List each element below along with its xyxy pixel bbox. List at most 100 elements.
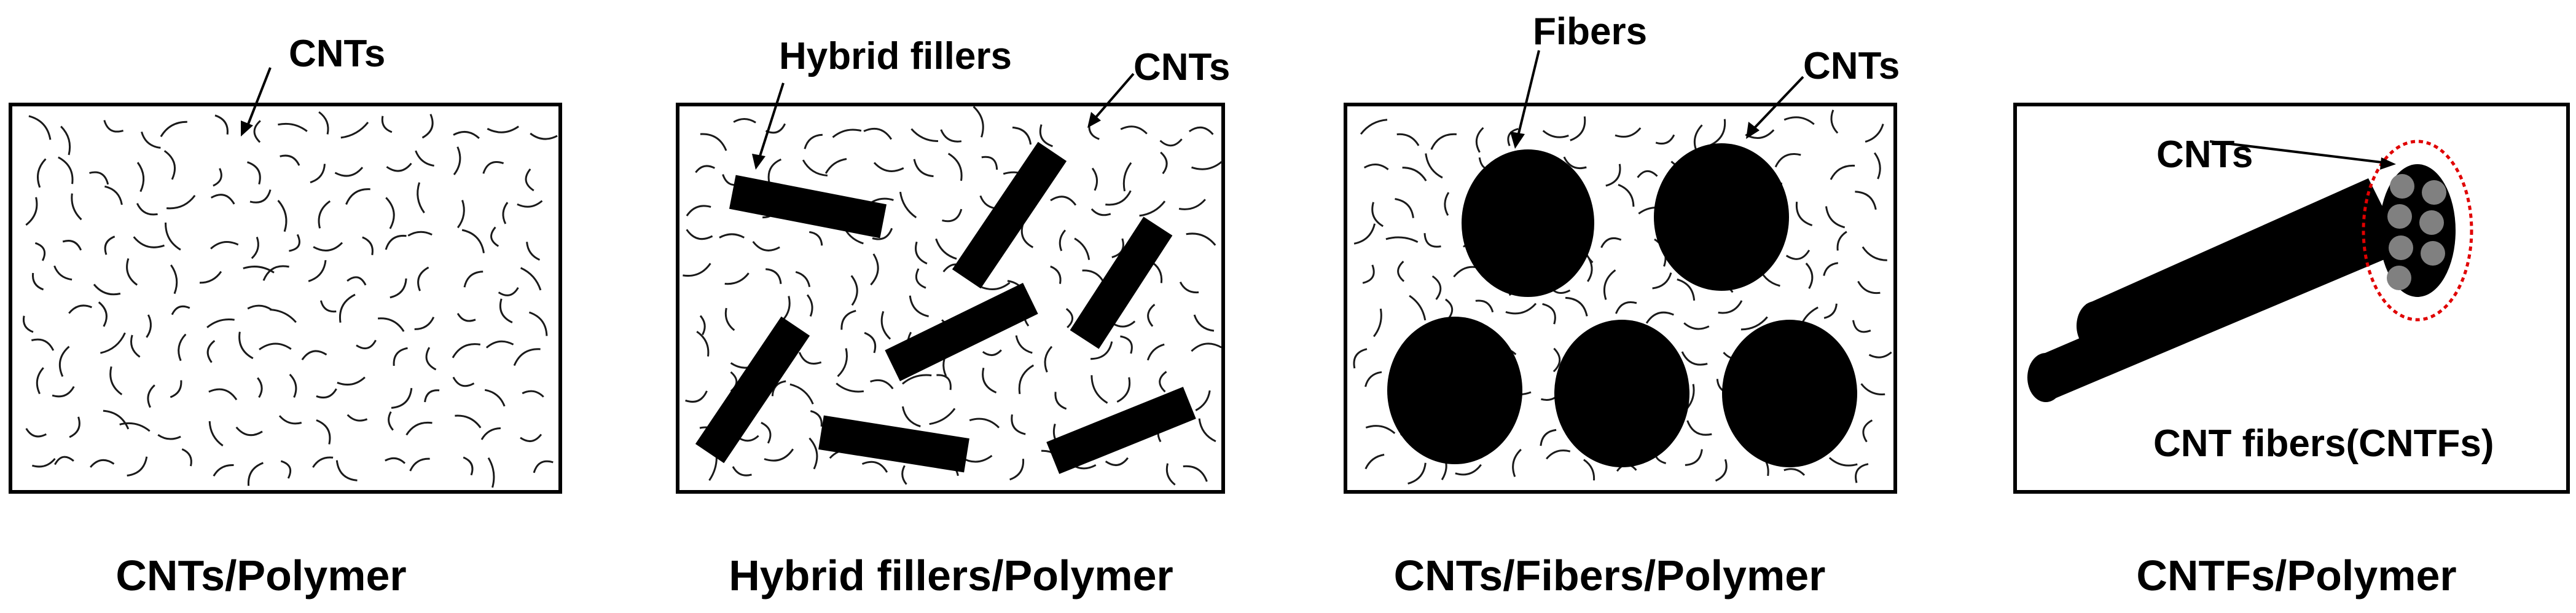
cnt-squiggle bbox=[452, 376, 475, 387]
cnt-squiggle bbox=[1407, 462, 1427, 485]
cnt-squiggle bbox=[463, 456, 474, 476]
cnt-squiggle bbox=[686, 205, 711, 216]
cnt-squiggle bbox=[719, 233, 745, 239]
cnt-squiggle bbox=[277, 200, 288, 232]
panel-2-hybrid-fillers-label: Hybrid fillers bbox=[779, 35, 1012, 77]
cnt-squiggle bbox=[171, 305, 190, 315]
cnt-squiggle bbox=[1546, 449, 1571, 460]
cnt-squiggle bbox=[1122, 162, 1132, 192]
cnt-squiggle bbox=[178, 333, 187, 362]
cnt-squiggle bbox=[60, 125, 71, 156]
cnt-squiggle bbox=[455, 414, 482, 429]
cnt-squiggle bbox=[1186, 232, 1216, 246]
cnt-squiggle bbox=[312, 456, 334, 468]
panel-2-cnts-arrow bbox=[1092, 73, 1135, 121]
cnt-squiggle bbox=[929, 408, 956, 425]
cnt-squiggle bbox=[308, 259, 327, 282]
cnt-squiggle bbox=[1365, 425, 1396, 434]
cnt-squiggle bbox=[850, 275, 858, 306]
cnt-squiggle bbox=[208, 421, 224, 447]
cnt-squiggle bbox=[313, 242, 343, 251]
cnt-squiggle bbox=[1120, 335, 1133, 354]
cnt-squiggle bbox=[1512, 448, 1522, 477]
cnt-squiggle bbox=[1830, 164, 1855, 180]
panel-cnts-polymer: CNTs CNTs/Polymer bbox=[9, 33, 562, 599]
cnt-squiggle bbox=[525, 168, 534, 192]
cnt-squiggle bbox=[1583, 459, 1595, 481]
fiber-cross-section bbox=[1462, 149, 1594, 297]
cnt-squiggle bbox=[733, 118, 756, 124]
panel-4-cnt-fiber-bundle bbox=[2027, 140, 2473, 402]
cnt-squiggle bbox=[502, 202, 509, 224]
cnt-squiggle bbox=[1865, 124, 1884, 143]
cnt-squiggle bbox=[463, 271, 483, 288]
cnt-squiggle bbox=[318, 111, 329, 135]
cnt-squiggle bbox=[1198, 418, 1216, 443]
bundle-upper-end bbox=[2077, 301, 2113, 350]
cnt-squiggle bbox=[696, 331, 710, 357]
cnt-end-cap bbox=[2390, 174, 2414, 199]
cnt-squiggle bbox=[213, 464, 234, 477]
cnt-squiggle bbox=[1044, 346, 1053, 373]
panel-2-cnts-label: CNTs bbox=[1133, 46, 1230, 89]
cnt-squiggle bbox=[1090, 341, 1113, 360]
cnt-squiggle bbox=[1637, 170, 1658, 178]
cnt-squiggle bbox=[808, 437, 818, 470]
cnt-squiggle bbox=[301, 350, 327, 361]
cnt-squiggle bbox=[901, 406, 921, 427]
cnt-squiggle bbox=[872, 227, 893, 240]
cnt-squiggle bbox=[1605, 164, 1621, 187]
cnt-squiggle bbox=[391, 388, 413, 409]
cnt-squiggle bbox=[414, 317, 435, 330]
cnt-squiggle bbox=[316, 419, 331, 445]
cnt-squiggle bbox=[1183, 465, 1208, 482]
cnt-squiggle bbox=[1191, 160, 1223, 170]
cnt-squiggle bbox=[170, 380, 182, 398]
cnt-squiggle bbox=[1860, 383, 1885, 395]
fiber-cross-section bbox=[1722, 320, 1857, 467]
cnt-squiggle bbox=[1852, 320, 1871, 333]
cnt-squiggle bbox=[31, 457, 56, 468]
cnt-squiggle bbox=[319, 300, 337, 313]
fiber-cross-section bbox=[1654, 143, 1789, 291]
cnt-squiggle bbox=[1785, 250, 1811, 260]
cnt-squiggle bbox=[480, 427, 501, 440]
cnt-squiggle bbox=[1565, 296, 1588, 317]
cnt-squiggle bbox=[1364, 454, 1385, 470]
cnt-squiggle bbox=[880, 310, 891, 340]
cnt-squiggle bbox=[1353, 223, 1376, 245]
cnt-squiggle bbox=[915, 241, 928, 265]
cnt-squiggle bbox=[37, 158, 47, 188]
panel-4-cnts-arrowhead bbox=[2380, 157, 2396, 170]
cnt-squiggle bbox=[146, 314, 152, 338]
cnt-squiggle bbox=[487, 457, 495, 488]
cnt-squiggle bbox=[69, 416, 80, 438]
cnt-squiggle bbox=[136, 203, 158, 216]
cnt-squiggle bbox=[795, 271, 811, 287]
cnt-squiggle bbox=[936, 374, 952, 390]
cnt-squiggle bbox=[1011, 414, 1026, 435]
cnt-squiggle bbox=[840, 309, 856, 330]
cnt-squiggle bbox=[765, 268, 782, 284]
cnt-squiggle bbox=[100, 332, 126, 354]
cnt-squiggle bbox=[1823, 262, 1839, 276]
cnt-squiggle bbox=[104, 235, 115, 255]
cnt-squiggle bbox=[421, 114, 434, 139]
cnt-squiggle bbox=[685, 390, 708, 403]
cnt-squiggle bbox=[1774, 153, 1801, 168]
cnt-squiggle bbox=[809, 231, 823, 246]
cnt-squiggle bbox=[166, 194, 196, 210]
cnt-squiggle bbox=[356, 339, 377, 350]
cnt-end-cap bbox=[2421, 241, 2445, 266]
cnt-squiggle bbox=[253, 120, 261, 143]
cnt-squiggle bbox=[861, 461, 888, 473]
cnt-squiggle bbox=[810, 410, 823, 427]
cnt-squiggle bbox=[1396, 133, 1420, 146]
cnt-end-cap bbox=[2419, 210, 2444, 235]
cnt-squiggle bbox=[52, 386, 75, 398]
cnt-squiggle bbox=[1160, 151, 1168, 175]
cnt-squiggle bbox=[1430, 133, 1457, 150]
cnt-squiggle bbox=[337, 376, 366, 386]
cnt-squiggle bbox=[452, 343, 481, 358]
cnt-squiggle bbox=[724, 272, 750, 285]
